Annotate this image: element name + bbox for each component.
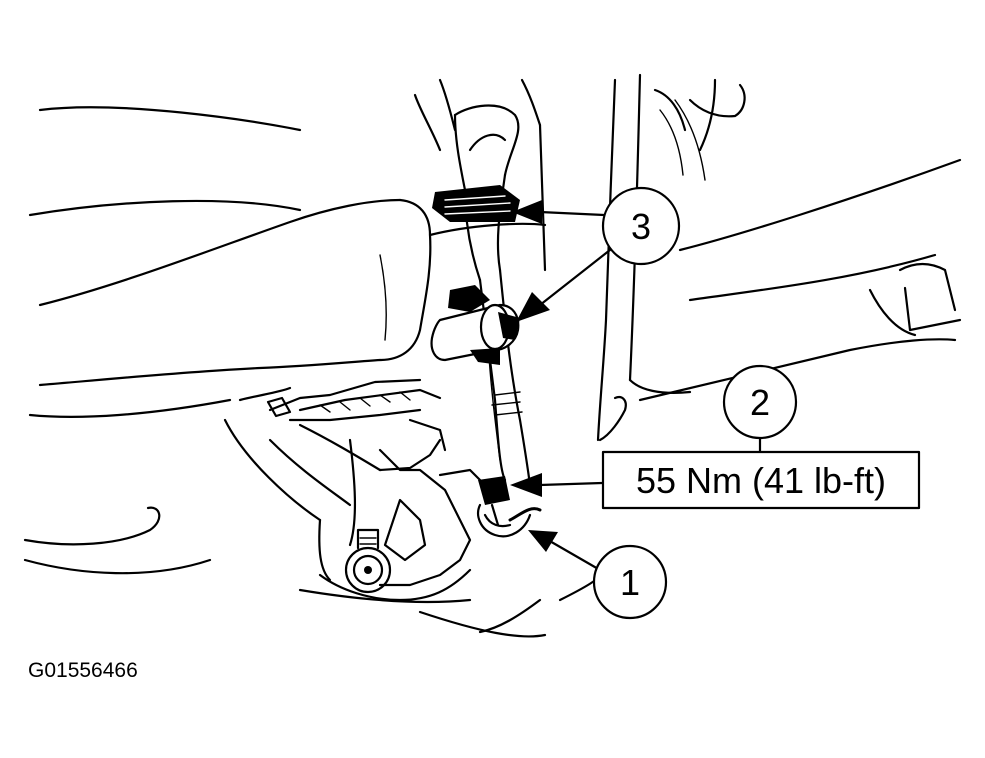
upper-clip <box>432 185 520 222</box>
seat-track <box>238 378 447 472</box>
callout-3-label: 3 <box>631 206 651 247</box>
torque-spec-box: 55 Nm (41 lb-ft) <box>601 450 921 510</box>
callout-1: 1 <box>592 544 668 620</box>
floor-panel <box>23 106 622 638</box>
callout-3: 3 <box>601 186 681 266</box>
front-seat-cushion <box>38 198 547 387</box>
anchor-bolt <box>344 528 392 594</box>
torque-spec-text: 55 Nm (41 lb-ft) <box>636 460 886 501</box>
rear-seat <box>638 158 962 402</box>
buckle-anchor-nut <box>477 476 542 538</box>
callout-1-label: 1 <box>620 562 640 603</box>
callout-leaders <box>510 200 762 572</box>
callout-2: 2 <box>722 364 798 440</box>
pillar <box>413 73 746 442</box>
callout-2-label: 2 <box>750 382 770 423</box>
middle-clip <box>430 285 520 365</box>
figure-id: G01556466 <box>28 659 138 682</box>
